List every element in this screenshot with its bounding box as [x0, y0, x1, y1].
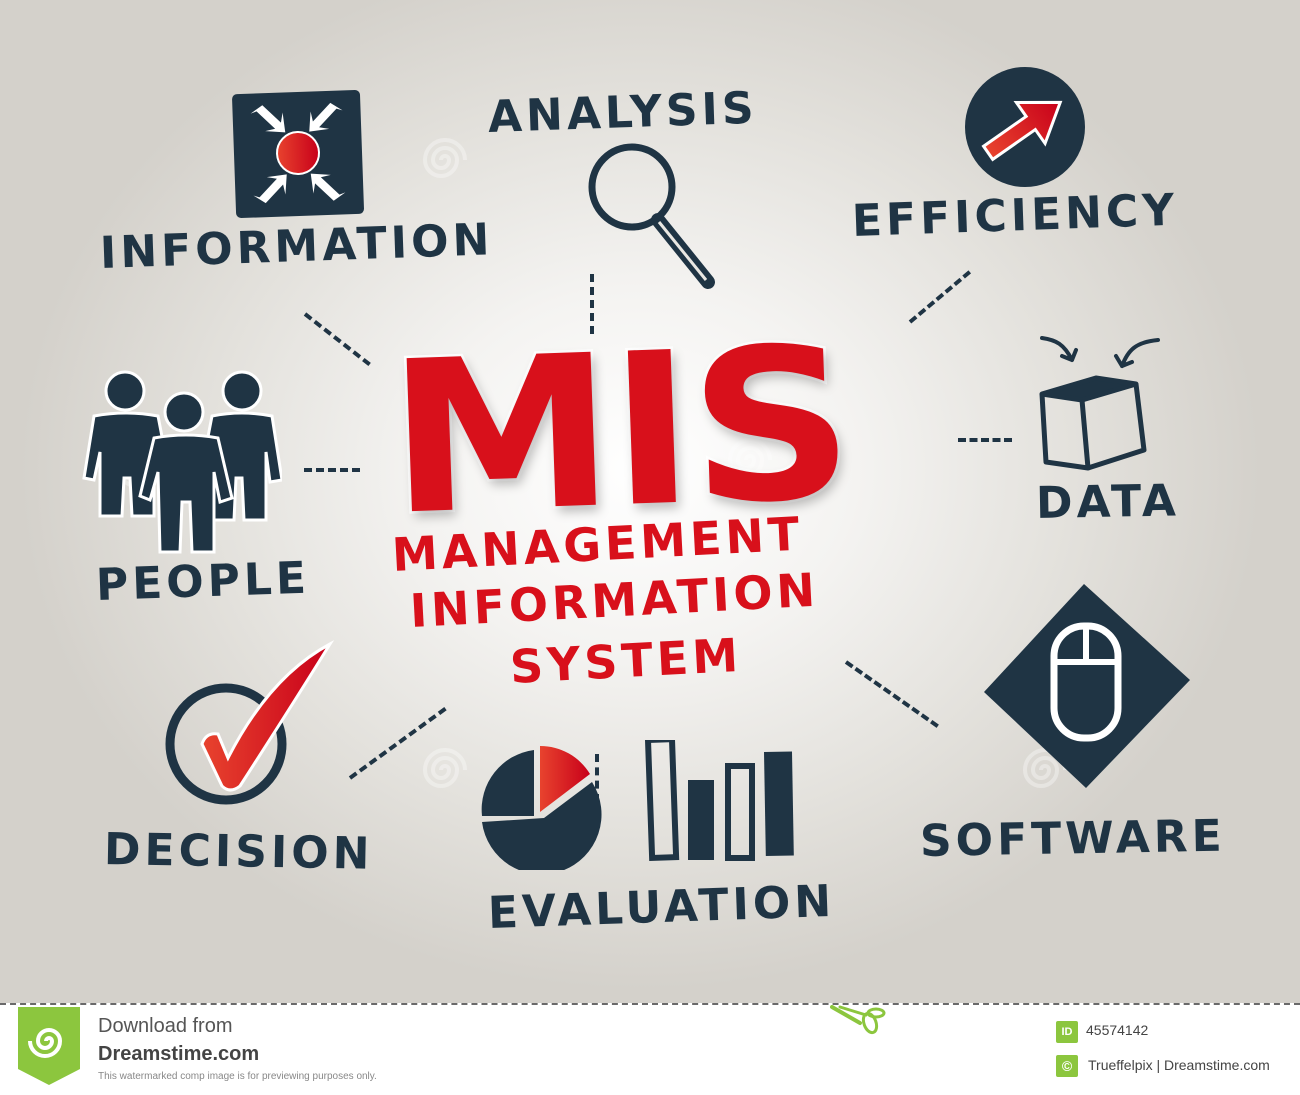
checkmark-circle-icon: [165, 640, 335, 805]
node-label-information: INFORMATION: [99, 214, 495, 279]
mis-diagram: INFORMATION ANALYSIS EFFICIENCY DATA: [0, 0, 1300, 1003]
watermark-spiral-icon: [422, 748, 467, 788]
connector-line: [595, 754, 599, 802]
arrow-up-right-circle-icon: [965, 67, 1085, 187]
scissors-icon: [830, 1005, 886, 1035]
node-label-efficiency: EFFICIENCY: [851, 184, 1179, 247]
watermark-footer: Download from Dreamstime.com This waterm…: [0, 1003, 1300, 1095]
connector-line: [908, 270, 972, 324]
site-name-link[interactable]: Dreamstime.com: [98, 1043, 260, 1065]
magnifying-glass-icon: [588, 143, 715, 289]
node-label-analysis: ANALYSIS: [487, 82, 759, 143]
id-badge: ID: [1056, 1021, 1078, 1043]
node-label-decision: DECISION: [103, 824, 374, 880]
image-id: 45574142: [1086, 1022, 1149, 1038]
node-label-evaluation: EVALUATION: [487, 875, 836, 939]
node-label-data: DATA: [1035, 475, 1181, 529]
group-of-people-icon: [82, 370, 282, 554]
subtitle-line-3: SYSTEM: [508, 627, 744, 694]
node-label-people: PEOPLE: [95, 552, 311, 611]
node-label-software: SOFTWARE: [919, 810, 1227, 867]
pie-and-bar-chart-icon: [481, 740, 794, 870]
connector-line: [304, 468, 360, 472]
computer-mouse-diamond-icon: [984, 584, 1190, 788]
watermark-spiral-icon: [422, 138, 467, 178]
watermark-spiral-icon: [1022, 748, 1067, 788]
author-credit: Trueffelpix | Dreamstime.com: [1088, 1057, 1270, 1073]
box-with-arrows-icon: [1039, 336, 1160, 471]
connector-line: [303, 312, 371, 367]
dreamstime-logo-icon: [18, 1007, 80, 1085]
connector-line: [844, 660, 939, 728]
watermark-note: This watermarked comp image is for previ…: [98, 1071, 377, 1082]
connector-line: [958, 438, 1012, 442]
copyright-icon: ©: [1056, 1055, 1078, 1077]
watermark-spiral-icon: [727, 438, 772, 478]
download-from-text: Download from: [98, 1015, 233, 1037]
converging-arrows-target-icon: [232, 89, 364, 219]
